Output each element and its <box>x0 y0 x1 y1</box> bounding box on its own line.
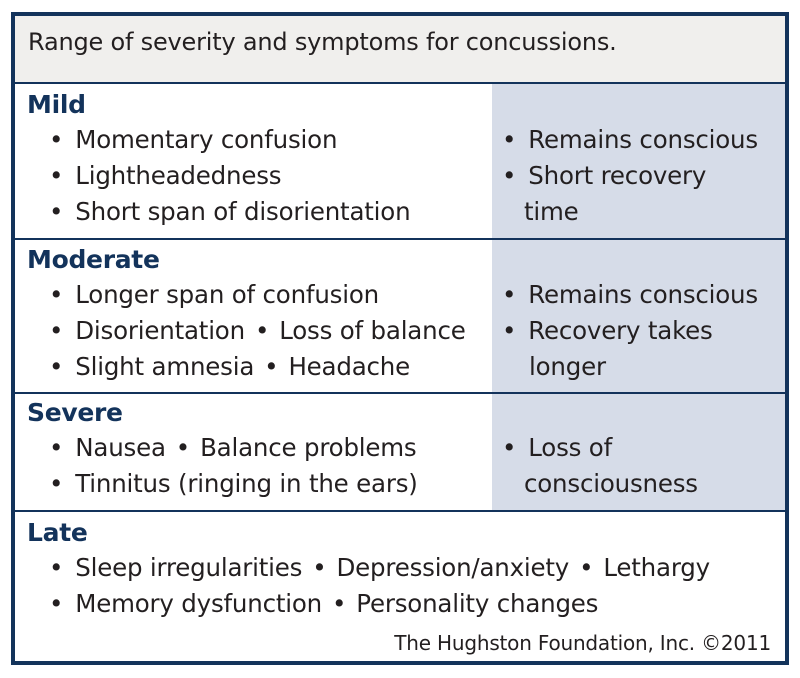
section-late: Late • Sleep irregularities • Depression/an… <box>15 512 785 661</box>
symptom: Personality changes <box>356 589 599 618</box>
symptom: Balance problems <box>200 433 417 462</box>
bullet: • <box>49 589 64 618</box>
right-panel-mild <box>492 84 785 238</box>
bullet: • <box>579 553 594 582</box>
bullet: • <box>49 352 64 381</box>
bullet: • <box>49 433 64 462</box>
outcome: Remains conscious <box>528 280 758 309</box>
right-item-continued: longer <box>529 352 606 381</box>
bullet: • <box>332 589 347 618</box>
outcome: Recovery takes <box>528 316 713 345</box>
list-item: • Slight amnesia • Headache <box>49 352 410 381</box>
section-heading: Mild <box>27 90 86 119</box>
list-item: • Nausea • Balance problems <box>49 433 417 462</box>
bullet: • <box>312 553 327 582</box>
symptom: Short span of disorientation <box>75 197 411 226</box>
bullet: • <box>502 316 517 345</box>
right-item: • Remains conscious <box>502 280 758 309</box>
bullet: • <box>264 352 279 381</box>
symptom: Momentary confusion <box>75 125 338 154</box>
bullet: • <box>49 197 64 226</box>
list-item: • Disorientation • Loss of balance <box>49 316 466 345</box>
outcome: Remains conscious <box>528 125 758 154</box>
symptom: Lethargy <box>603 553 710 582</box>
list-item: • Longer span of confusion <box>49 280 379 309</box>
outcome: Short recovery <box>528 161 707 190</box>
bullet: • <box>254 316 270 345</box>
bullet: • <box>502 433 517 462</box>
symptom: Headache <box>288 352 410 381</box>
right-item: • Recovery takes <box>502 316 713 345</box>
list-item: • Lightheadedness <box>49 161 282 190</box>
table-title: Range of severity and symptoms for concu… <box>28 28 617 56</box>
symptom: Longer span of confusion <box>75 280 379 309</box>
right-item-continued: time <box>524 197 579 226</box>
bullet: • <box>49 161 64 190</box>
list-item: • Momentary confusion <box>49 125 337 154</box>
bullet: • <box>49 125 64 154</box>
section-heading: Late <box>27 518 88 547</box>
section-moderate: Moderate • Longer span of confusion • Diso… <box>15 240 785 394</box>
section-severe: Severe • Nausea • Balance problems • Tinnitu… <box>15 394 785 512</box>
section-heading: Moderate <box>27 245 160 274</box>
list-item: • Short span of disorientation <box>49 197 411 226</box>
symptom: Depression/anxiety <box>336 553 570 582</box>
symptom: Slight amnesia <box>75 352 255 381</box>
bullet: • <box>502 280 517 309</box>
symptom: Sleep irregularities <box>75 553 303 582</box>
list-item: • Memory dysfunction • Personality changes <box>49 589 598 618</box>
right-item: • Short recovery <box>502 161 706 190</box>
symptom: Memory dysfunction <box>75 589 322 618</box>
title-bar: Range of severity and symptoms for concu… <box>15 16 785 84</box>
bullet: • <box>502 161 517 190</box>
bullet: • <box>49 316 64 345</box>
section-heading: Severe <box>27 398 123 427</box>
right-panel-moderate <box>492 240 785 392</box>
list-item: • Sleep irregularities • Depression/anxiety… <box>49 553 710 582</box>
symptom: Disorientation <box>75 316 245 345</box>
symptom: Tinnitus (ringing in the ears) <box>75 469 418 498</box>
copyright-credit: The Hughston Foundation, Inc. ©2011 <box>394 631 771 655</box>
symptom: Nausea <box>75 433 166 462</box>
right-item: • Remains conscious <box>502 125 758 154</box>
right-item: • Loss of <box>502 433 612 462</box>
section-mild: Mild • Momentary confusion • Lightheadedne… <box>15 84 785 240</box>
bullet: • <box>502 125 517 154</box>
bullet: • <box>49 469 64 498</box>
bullet: • <box>49 280 64 309</box>
concussion-table: Range of severity and symptoms for concu… <box>11 12 789 665</box>
bullet: • <box>49 553 64 582</box>
symptom: Lightheadedness <box>75 161 282 190</box>
right-item-continued: consciousness <box>524 469 698 498</box>
bullet: • <box>175 433 191 462</box>
right-panel-severe <box>492 394 785 510</box>
symptom: Loss of balance <box>279 316 466 345</box>
outcome: Loss of <box>528 433 613 462</box>
list-item: • Tinnitus (ringing in the ears) <box>49 469 418 498</box>
